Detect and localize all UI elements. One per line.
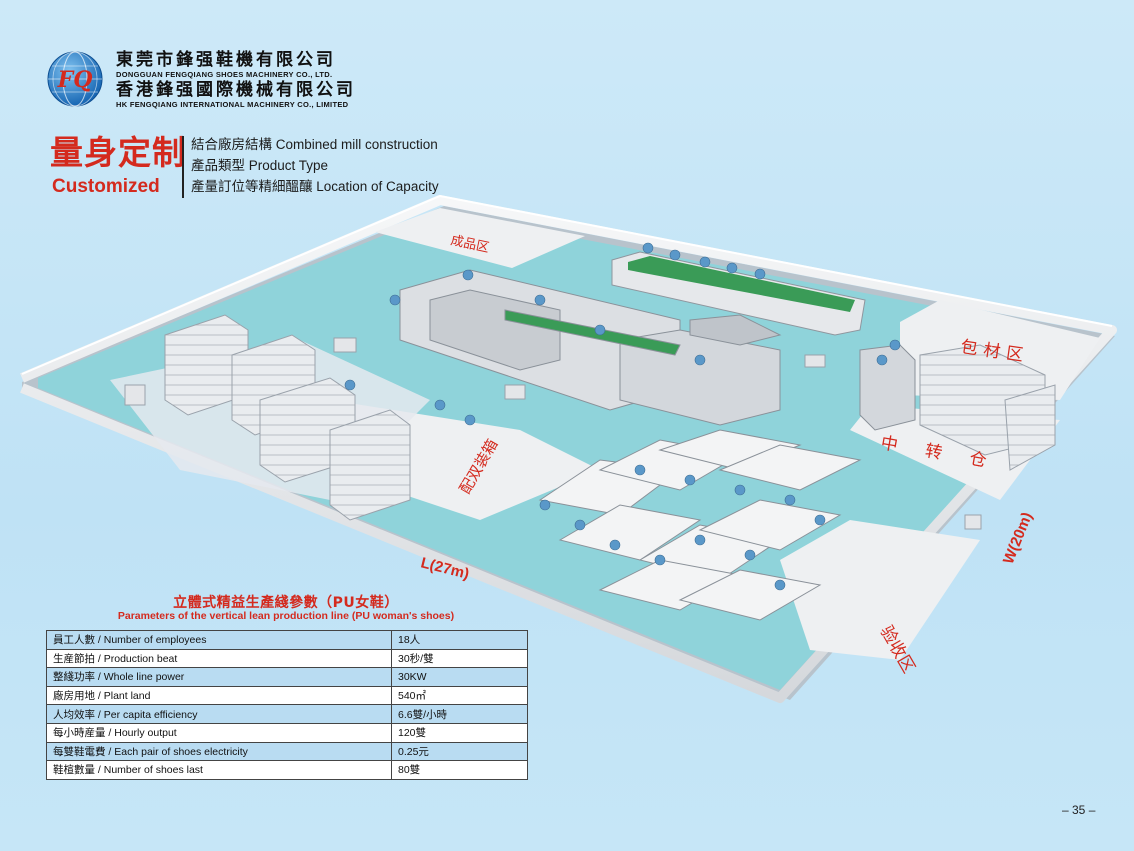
company-name-en-2: HK FENGQIANG INTERNATIONAL MACHINERY CO.… — [116, 100, 349, 109]
row-label: 鞋楦數量 / Number of shoes last — [46, 760, 392, 780]
row-label: 廠房用地 / Plant land — [46, 685, 392, 706]
company-logo-globe-icon: FQ — [47, 51, 103, 107]
row-label: 每小時産量 / Hourly output — [46, 722, 392, 743]
company-name-cn-1: 東莞市鋒强鞋機有限公司 — [116, 50, 336, 70]
row-label: 人均效率 / Per capita efficiency — [46, 704, 392, 724]
feature-list: 結合廠房結構 Combined mill construction 產品類型 P… — [191, 134, 439, 197]
row-value: 30秒/雙 — [391, 648, 528, 669]
top-conveyor-belt — [628, 256, 855, 312]
row-value: 30KW — [391, 667, 528, 687]
central-production-line — [399, 269, 916, 431]
company-name-en-1: DONGGUAN FENGQIANG SHOES MACHINERY CO., … — [116, 70, 333, 79]
feature-item: 結合廠房結構 Combined mill construction — [191, 137, 438, 152]
zone-finished-goods-area — [375, 208, 585, 268]
table-title-cn: 立體式精益生產綫參數（PU女鞋） — [173, 595, 399, 611]
small-crates — [124, 337, 982, 530]
row-label: 生産節拍 / Production beat — [46, 648, 392, 669]
row-label: 整綫功率 / Whole line power — [46, 667, 392, 687]
company-name-cn-2: 香港鋒强國際機械有限公司 — [116, 80, 356, 100]
page-number: – 35 – — [1062, 803, 1096, 817]
wall-outline — [20, 195, 1117, 703]
row-value: 0.25元 — [391, 741, 528, 762]
dimension-width-label: W(20m) — [1000, 510, 1036, 567]
row-value: 540㎡ — [391, 685, 528, 706]
row-value: 18人 — [391, 630, 528, 650]
sewing-workstations — [538, 429, 862, 621]
row-value: 120雙 — [391, 722, 528, 743]
logo-text: FQ — [57, 67, 93, 93]
wall-outline-edge — [21, 194, 1113, 375]
company-names: 東莞市鋒强鞋機有限公司 DONGGUAN FENGQIANG SHOES MAC… — [116, 50, 356, 110]
title-divider — [182, 136, 184, 198]
row-label: 員工人數 / Number of employees — [46, 630, 392, 650]
row-label: 每雙鞋電費 / Each pair of shoes electricity — [46, 741, 392, 762]
customized-title-cn: 量身定制 — [50, 133, 186, 172]
table-title-en: Parameters of the vertical lean producti… — [117, 610, 455, 622]
storage-shelves — [164, 314, 411, 521]
workers — [344, 242, 901, 591]
row-value: 80雙 — [391, 760, 528, 780]
zone-inspection-area — [780, 520, 980, 660]
feature-item: 產品類型 Product Type — [191, 158, 329, 173]
packing-racks — [919, 344, 1056, 471]
row-value: 6.6雙/小時 — [391, 704, 528, 724]
customized-title-en: Customized — [52, 176, 160, 197]
feature-item: 產量訂位等精細醞釀 Location of Capacity — [191, 179, 439, 194]
